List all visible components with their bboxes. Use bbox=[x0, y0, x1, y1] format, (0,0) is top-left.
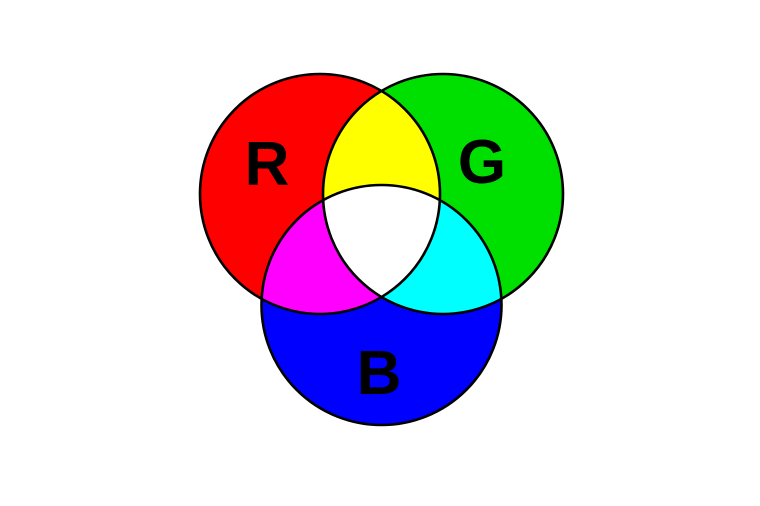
red-circle-outline bbox=[198, 72, 442, 316]
blue-circle-outline bbox=[260, 183, 503, 427]
green-label: G bbox=[458, 128, 506, 197]
blue-label: B bbox=[357, 339, 402, 408]
red-label: R bbox=[245, 130, 290, 199]
green-circle-outline bbox=[321, 72, 565, 316]
circle-outlines bbox=[198, 72, 565, 427]
venn-labels: R G B bbox=[245, 128, 507, 408]
